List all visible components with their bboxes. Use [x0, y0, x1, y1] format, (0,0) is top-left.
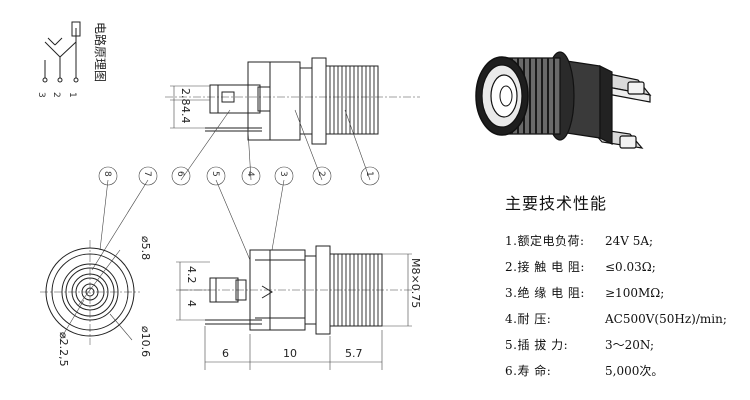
spec-value: 24V 5A;: [605, 234, 654, 248]
spec-row-insulation-resistance: 3.绝 缘 电 阻: ≥100MΩ;: [505, 280, 745, 306]
svg-text:8: 8: [102, 171, 112, 177]
spec-row-insertion-force: 5.插 拔 力: 3～20N;: [505, 332, 745, 358]
spec-row-withstand-voltage: 4.耐 压: AC500V(50Hz)/min;: [505, 306, 745, 332]
dim-front-5-8: ⌀5.8: [139, 236, 152, 260]
spec-value: 5,000次。: [605, 364, 664, 378]
spec-row-contact-resistance: 2.接 触 电 阻: ≤0.03Ω;: [505, 254, 745, 280]
thread-lines-side: [333, 254, 379, 326]
svg-text:1: 1: [364, 171, 374, 177]
specifications-panel: 主要技术性能 1.额定电负荷: 24V 5A; 2.接 触 电 阻: ≤0.03Ω;…: [505, 190, 745, 384]
spec-label: 5.插 拔 力:: [505, 338, 569, 352]
front-view: ⌀5.8 ⌀2.2,5 ⌀10.6: [40, 236, 152, 367]
connector-3d-illustration: [475, 51, 652, 149]
svg-text:2: 2: [316, 171, 326, 177]
spec-label: 1.额定电负荷:: [505, 234, 585, 248]
dim-side-10: 10: [283, 347, 297, 360]
balloon-8: 8: [98, 166, 118, 186]
schematic-title: 电路原理图: [93, 22, 108, 82]
spec-label: 4.耐 压:: [505, 312, 552, 326]
balloon-6: 6: [171, 166, 191, 186]
spec-row-rated-load: 1.额定电负荷: 24V 5A;: [505, 228, 745, 254]
top-view: 2.8 4.4: [165, 57, 420, 145]
spec-label: 6.寿 命:: [505, 364, 552, 378]
spec-value: AC500V(50Hz)/min;: [605, 312, 727, 326]
spec-label: 2.接 触 电 阻:: [505, 260, 585, 274]
specs-title: 主要技术性能: [505, 194, 608, 213]
schematic-pin-3: 3: [36, 92, 46, 98]
dim-side-4-2: 4.2: [185, 266, 198, 284]
schematic-pin-1: 1: [67, 92, 77, 98]
dim-side-6: 6: [222, 347, 229, 360]
svg-text:7: 7: [142, 171, 152, 177]
svg-text:4: 4: [245, 171, 255, 177]
spec-row-lifespan: 6.寿 命: 5,000次。: [505, 358, 745, 384]
svg-text:5: 5: [210, 171, 220, 177]
spec-value: 3～20N;: [605, 338, 655, 352]
dim-side-4: 4: [185, 300, 198, 307]
svg-text:3: 3: [278, 171, 288, 177]
dim-top-2-8: 2.8: [179, 88, 192, 106]
balloon-4: 4: [241, 166, 261, 186]
spec-value: ≤0.03Ω;: [605, 260, 656, 274]
balloon-1: 1: [360, 166, 380, 186]
balloon-callouts: 1 2 3 4 5 6 7 8: [91, 109, 380, 271]
spec-label: 3.绝 缘 电 阻:: [505, 286, 585, 300]
side-view: 4.2 4 6 10 5.7 M8×0.75: [176, 245, 422, 370]
dim-top-4-4: 4.4: [179, 106, 192, 124]
thread-lines-top: [329, 66, 375, 134]
svg-text:6: 6: [175, 171, 185, 177]
circuit-schematic: 3 2 1 电路原理图: [36, 21, 108, 98]
dim-front-2-2-5: ⌀2.2,5: [57, 332, 70, 367]
schematic-pin-2: 2: [51, 92, 61, 98]
dim-thread-m8: M8×0.75: [409, 258, 422, 308]
balloon-3: 3: [274, 166, 294, 186]
dim-front-10-6: ⌀10.6: [139, 326, 152, 357]
balloon-7: 7: [138, 166, 158, 186]
balloon-2: 2: [312, 166, 332, 186]
balloon-5: 5: [206, 166, 226, 186]
dim-side-5-7: 5.7: [345, 347, 363, 360]
spec-value: ≥100MΩ;: [605, 286, 665, 300]
